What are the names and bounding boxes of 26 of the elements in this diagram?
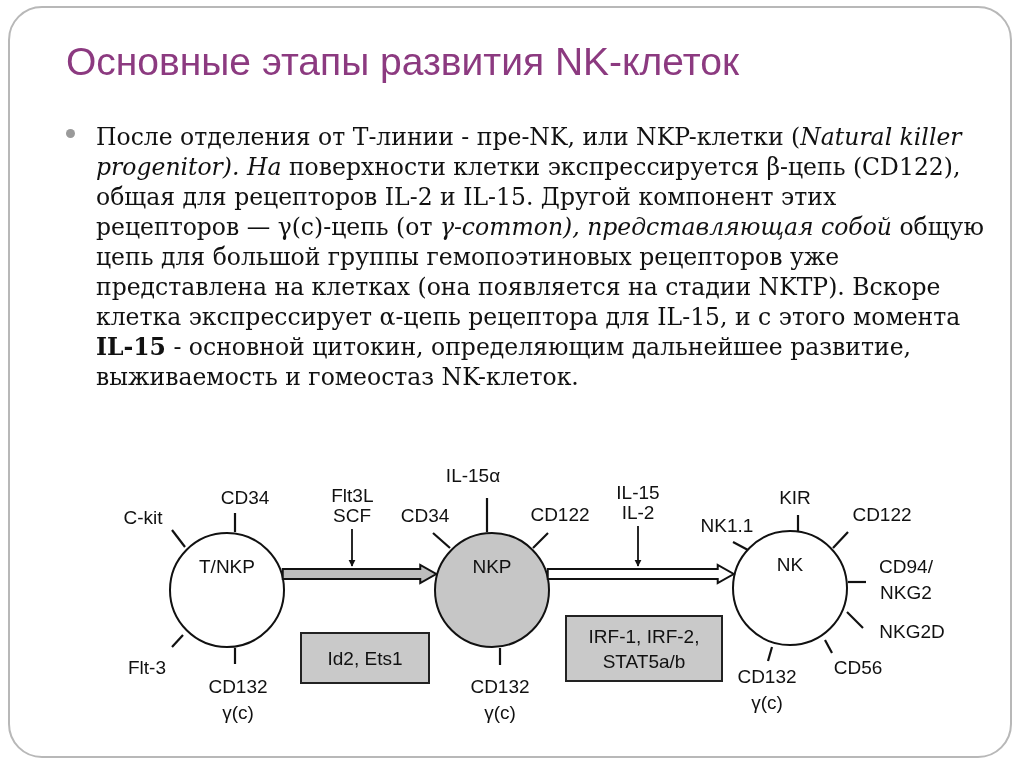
cytokine-label: Flt3L SCF — [331, 486, 373, 526]
arrow — [348, 528, 356, 567]
block-arrow — [546, 563, 736, 585]
receptor-label: NKG2D — [879, 620, 945, 644]
receptor-label: CD122 — [530, 503, 590, 527]
receptor-label: CD56 — [833, 656, 883, 680]
receptor-label: KIR — [779, 486, 811, 510]
receptor-label: CD132 γ(c) — [208, 675, 268, 725]
cytokine-label: IL-15 IL-2 — [616, 483, 660, 523]
arrow — [634, 525, 642, 567]
factor-box: IRF-1, IRF-2, STAT5a/b — [565, 615, 723, 682]
receptor-label: CD34 — [220, 486, 270, 510]
receptor-label: CD132 γ(c) — [737, 665, 797, 715]
receptor-label: C-kit — [123, 506, 163, 530]
cell-circle: NKP — [434, 532, 550, 648]
slide-title: Основные этапы развития NK-клеток — [66, 40, 739, 84]
receptor-label: Flt-3 — [128, 656, 166, 680]
receptor-label: IL-15α — [445, 464, 501, 488]
factor-box: Id2, Ets1 — [300, 632, 430, 684]
block-arrow — [281, 563, 439, 585]
body-paragraph: После отделения от Т-линии - пре-NK, или NKP-клетки (Natural killer progenitor). На поверхности клетки экспрессируется β-цепь (CD122), общая для рецепторов IL-2 и IL-15. Другой компонент этих рецепторов — γ(с)-цепь (от γ-common), представляющая собой общую цепь для большой группы гемопоэтиновых рецепторов уже представлена на клетках (она появляется на стадии NKTP). Вскоре клетка экспрессирует α-цепь рецептора для IL-15, и с этого момента IL-15 - основной цитокин, определяющим дальнейшее развитие, выживаемость и гомеостаз NK-клеток. — [96, 122, 985, 392]
cell-circle: T/NKP — [169, 532, 285, 648]
receptor-label: CD94/ NKG2 — [879, 555, 933, 605]
receptor-label: CD122 — [852, 503, 912, 527]
receptor-label: CD132 γ(c) — [470, 675, 530, 725]
receptor-label: CD34 — [400, 504, 450, 528]
